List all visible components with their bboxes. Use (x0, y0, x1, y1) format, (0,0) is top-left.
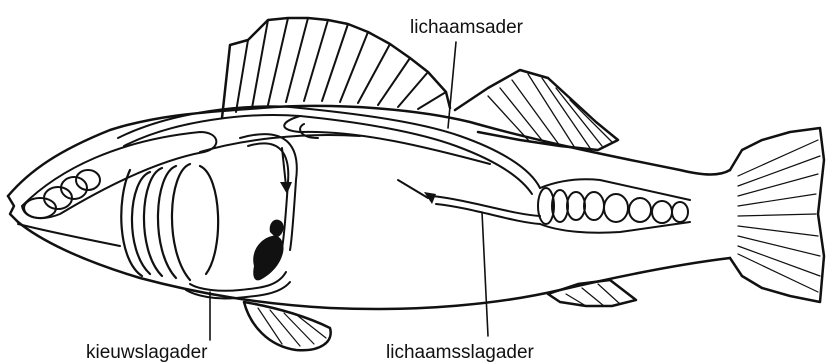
tail-fin (730, 128, 824, 302)
leader-lines (210, 42, 488, 340)
head-gill-loops (22, 132, 216, 218)
leader-lichaamsader (448, 42, 456, 128)
label-lichaamsader: lichaamsader (410, 17, 524, 38)
label-lichaamsslagader: lichaamsslagader (386, 342, 535, 363)
second-dorsal-fin (455, 70, 618, 150)
heart (253, 220, 283, 281)
gill-arches (121, 164, 218, 280)
leader-lichaamsslagader (482, 212, 488, 336)
tail-capillary-loops (538, 188, 688, 224)
label-kieuwslagader: kieuwslagader (86, 342, 208, 363)
pelvic-fin (244, 302, 331, 350)
flow-arrows (280, 148, 436, 204)
